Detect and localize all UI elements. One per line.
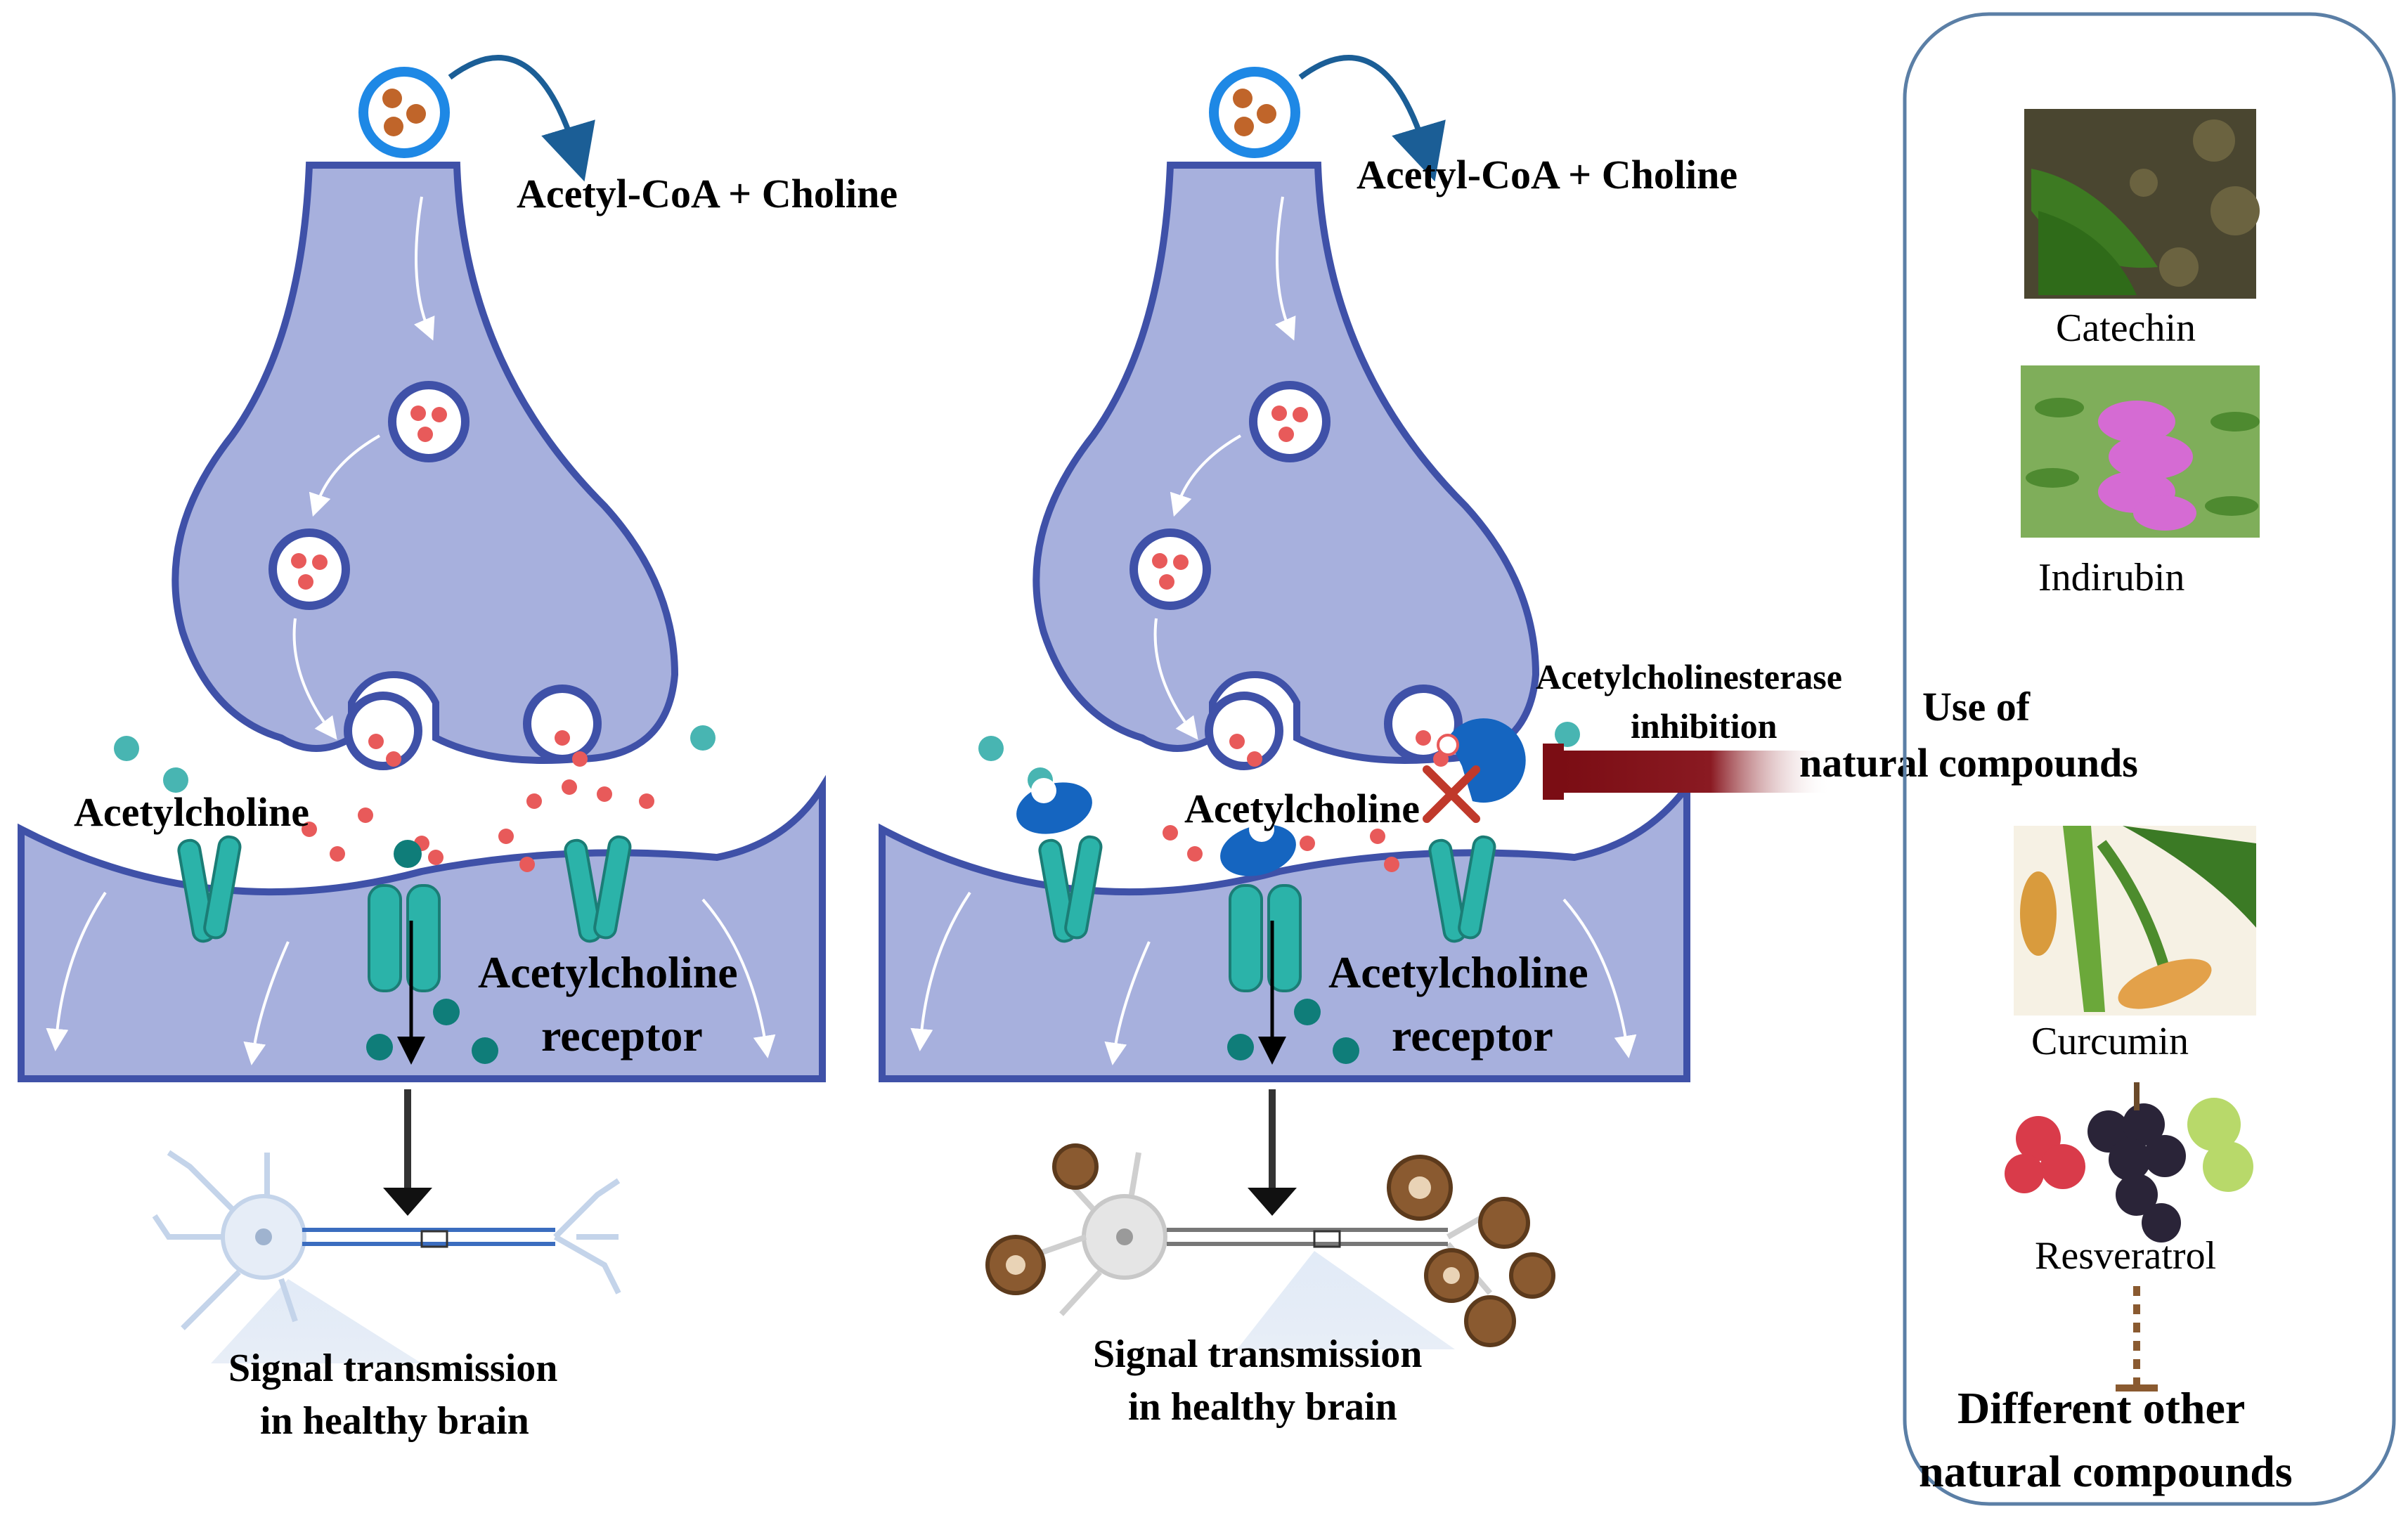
diseased-neuron-icon	[985, 1143, 1555, 1349]
acetylcholine-label: Acetylcholine	[1184, 786, 1420, 831]
curcumin-image	[2014, 826, 2256, 1016]
catechin-image	[2024, 109, 2260, 299]
intervention-label-line1: Use of	[1922, 684, 2031, 729]
resveratrol-image	[2005, 1082, 2253, 1243]
signal-label-line2: in healthy brain	[1128, 1385, 1397, 1429]
compound-label-curcumin: Curcumin	[2031, 1020, 2189, 1063]
middle-synapse-panel: Acetyl-CoA + Choline	[879, 55, 1842, 1429]
footer-label-line2: natural compounds	[1919, 1446, 2293, 1496]
synthesis-arrow	[448, 55, 595, 182]
signal-label-line1: Signal transmission	[1093, 1332, 1422, 1376]
precursor-label: Acetyl-CoA + Choline	[517, 171, 898, 216]
compound-label-indirubin: Indirubin	[2038, 556, 2184, 599]
presynaptic-terminal	[171, 162, 679, 764]
signal-label-line1: Signal transmission	[228, 1347, 557, 1390]
compound-label-resveratrol: Resveratrol	[2035, 1234, 2216, 1278]
precursor-vesicle	[358, 67, 450, 158]
intervention-label-line2: natural compounds	[1799, 740, 2138, 786]
acetylcholine-receptor	[1038, 835, 1496, 992]
vesicle	[388, 381, 470, 462]
vesicle	[268, 528, 350, 610]
receptor-label-line2: receptor	[541, 1011, 703, 1060]
acetylcholine-molecules	[1163, 825, 1399, 872]
receptor-label-line1: Acetylcholine	[1328, 947, 1588, 997]
precursor-vesicle	[1209, 67, 1300, 158]
footer-label-line1: Different other	[1957, 1383, 2245, 1433]
enzyme-label-line1: Acetylcholinesterase	[1536, 657, 1842, 696]
enzyme-label-line2: inhibition	[1631, 706, 1778, 746]
inhibition-arrow	[1543, 744, 1831, 800]
precursor-label: Acetyl-CoA + Choline	[1357, 152, 1737, 197]
natural-compounds-panel: Catechin Indirubin Curcumin	[1903, 12, 2396, 1506]
healthy-neuron-icon	[152, 1150, 621, 1363]
acetylcholine-label: Acetylcholine	[74, 789, 309, 835]
acetylcholine-receptor	[177, 835, 632, 992]
indirubin-image	[2021, 365, 2260, 538]
acetylcholine-molecules	[302, 779, 654, 872]
signal-label-line2: in healthy brain	[260, 1399, 529, 1443]
inhibition-x-icon	[1423, 765, 1480, 823]
presynaptic-terminal	[1033, 162, 1540, 764]
compound-label-catechin: Catechin	[2056, 306, 2196, 350]
vesicle	[1249, 381, 1331, 462]
receptor-label-line2: receptor	[1392, 1011, 1553, 1060]
left-synapse-panel: Acetyl-CoA + Choline Acetylcholine	[18, 55, 898, 1443]
vesicle	[1129, 528, 1211, 610]
receptor-label-line1: Acetylcholine	[478, 947, 738, 997]
synthesis-arrow	[1298, 55, 1446, 182]
